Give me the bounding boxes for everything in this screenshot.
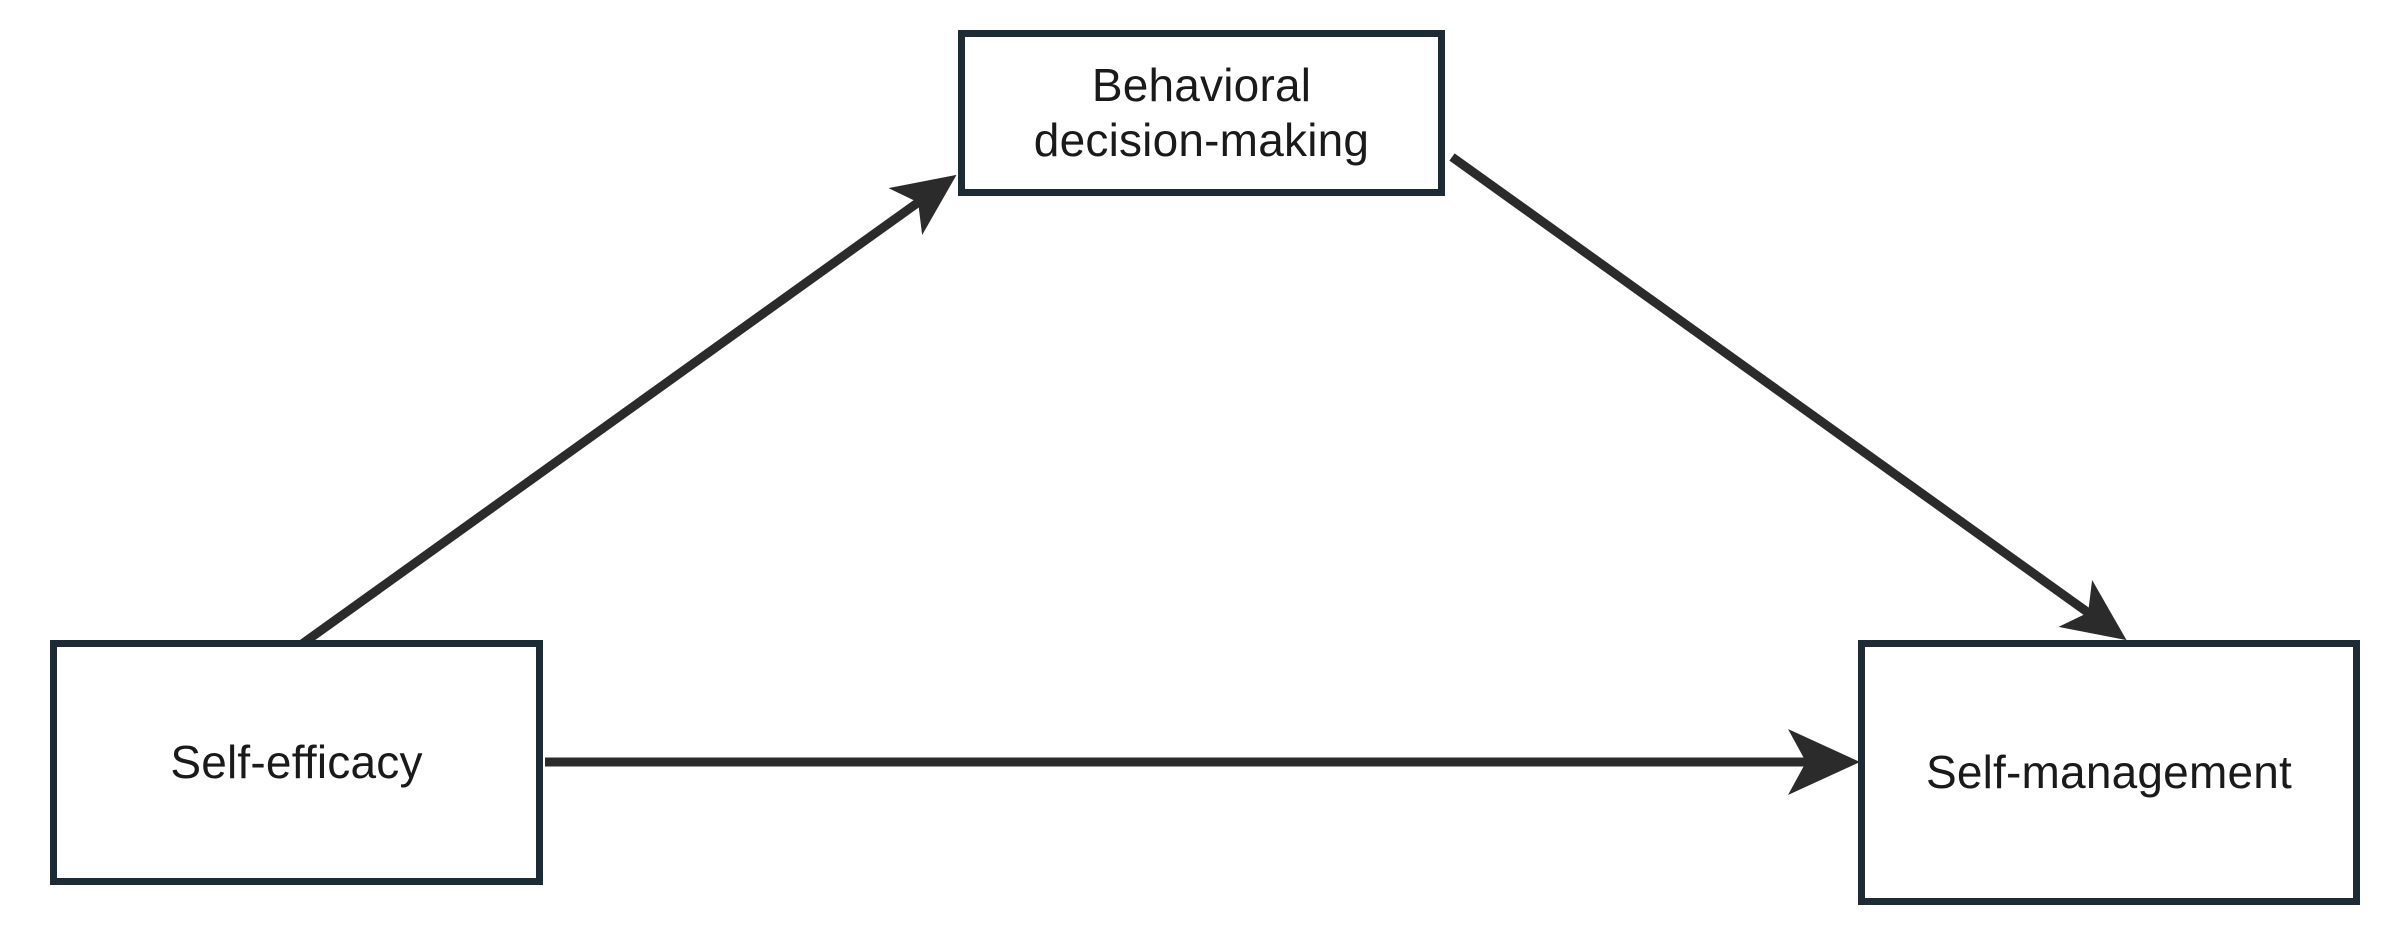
node-behavioral-decision-making-label: Behavioral decision-making [1033, 58, 1370, 166]
edge-self-efficacy-to-behavioral-decision-making [299, 174, 957, 648]
node-self-management[interactable]: Self-management [1858, 640, 2360, 905]
node-self-management-label: Self-management [1925, 745, 2293, 798]
node-self-efficacy[interactable]: Self-efficacy [50, 640, 543, 885]
node-behavioral-decision-making[interactable]: Behavioral decision-making [958, 30, 1445, 196]
node-self-efficacy-label: Self-efficacy [170, 735, 423, 788]
edge-behavioral-decision-making-to-self-management [1449, 153, 2127, 641]
